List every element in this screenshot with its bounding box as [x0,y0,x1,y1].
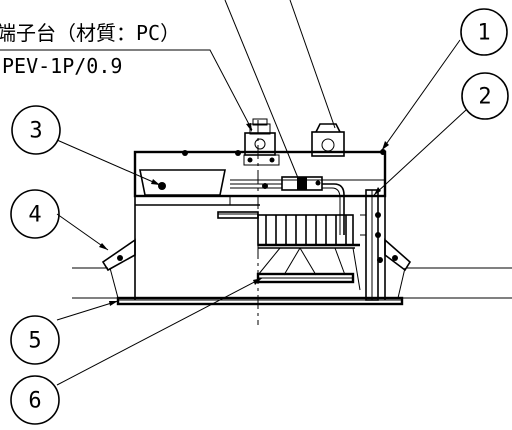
callout-4: 4 [10,189,60,239]
callout-1-label: 1 [477,21,490,46]
side-bracket [360,189,383,301]
lens-bracket [217,211,259,219]
annotation-line-2: PEV-1P/0.9 [2,54,122,78]
callout-6-label: 6 [28,389,41,414]
callout-2-label: 2 [478,85,491,110]
callout-4-label: 4 [28,203,41,228]
callout-5-label: 5 [28,329,41,354]
right-mounting-spring [384,238,412,299]
callout-6: 6 [10,375,60,425]
connector [230,176,345,235]
top-spring-clip [311,123,345,157]
callout-5: 5 [10,315,60,365]
callout-1: 1 [460,8,508,56]
callout-3-label: 3 [29,119,42,144]
top-screws [182,149,386,156]
driver-box [139,169,226,196]
annotation-line-1: 端子台（材質：PC） [0,21,180,45]
callout-2: 2 [461,72,509,120]
top-leaders [224,0,336,179]
callout-3: 3 [11,105,61,155]
terminal-block [243,118,280,166]
left-mounting-spring [101,238,136,299]
heatsink [257,214,360,247]
ceiling-lines [72,267,512,299]
reflector [256,247,361,291]
callout-leaders [56,39,467,386]
